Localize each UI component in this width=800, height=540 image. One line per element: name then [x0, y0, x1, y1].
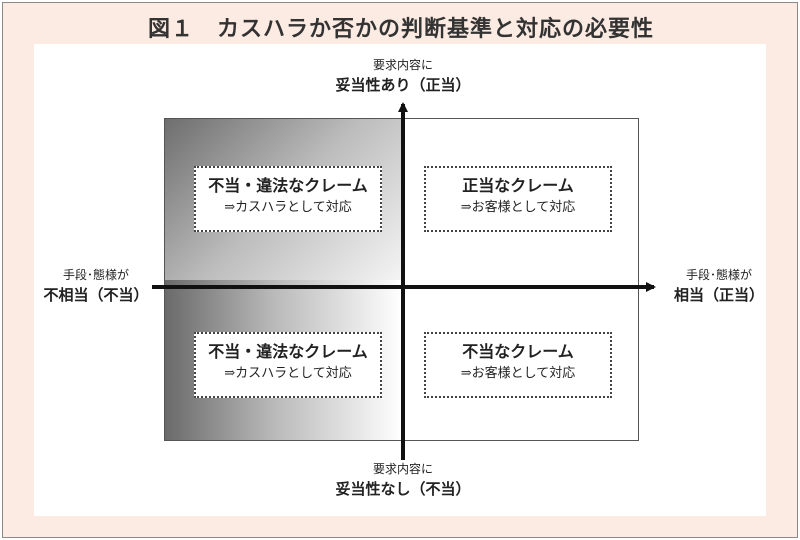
- box-bottom-left-heading: 不当・違法なクレーム: [208, 342, 368, 361]
- box-top-left-action: ⇒カスハラとして対応: [224, 200, 352, 215]
- axis-label-right: 手段･態様が 相当（正当）: [664, 266, 774, 306]
- axis-label-bottom-line1: 要求内容に: [372, 462, 433, 476]
- box-bottom-right-action: ⇒お客様として対応: [460, 366, 576, 381]
- axis-label-left-line1: 手段･態様が: [62, 268, 129, 282]
- box-top-right-heading: 正当なクレーム: [462, 176, 574, 195]
- axis-label-right-line2: 相当（正当）: [673, 286, 764, 304]
- axis-label-right-line1: 手段･態様が: [685, 268, 752, 282]
- box-bottom-left-action: ⇒カスハラとして対応: [224, 366, 352, 381]
- box-bottom-left: 不当・違法なクレーム ⇒カスハラとして対応: [194, 332, 382, 398]
- box-bottom-right-heading: 不当なクレーム: [462, 342, 574, 361]
- axis-label-bottom: 要求内容に 妥当性なし（不当）: [303, 460, 503, 500]
- box-top-right-action: ⇒お客様として対応: [460, 200, 576, 215]
- box-bottom-right: 不当なクレーム ⇒お客様として対応: [424, 332, 612, 398]
- box-top-right: 正当なクレーム ⇒お客様として対応: [424, 166, 612, 232]
- box-top-left-heading: 不当・違法なクレーム: [208, 176, 368, 195]
- axis-label-bottom-line2: 妥当性なし（不当）: [335, 480, 471, 498]
- axis-label-top-line1: 要求内容に: [372, 58, 433, 72]
- axis-label-left: 手段･態様が 不相当（不当）: [36, 266, 156, 306]
- axis-label-top: 要求内容に 妥当性あり（正当）: [303, 56, 503, 96]
- figure-title: 図１ カスハラか否かの判断基準と対応の必要性: [147, 16, 654, 42]
- axis-label-top-line2: 妥当性あり（正当）: [335, 76, 471, 94]
- axis-label-left-line2: 不相当（不当）: [43, 286, 149, 304]
- box-top-left: 不当・違法なクレーム ⇒カスハラとして対応: [194, 166, 382, 232]
